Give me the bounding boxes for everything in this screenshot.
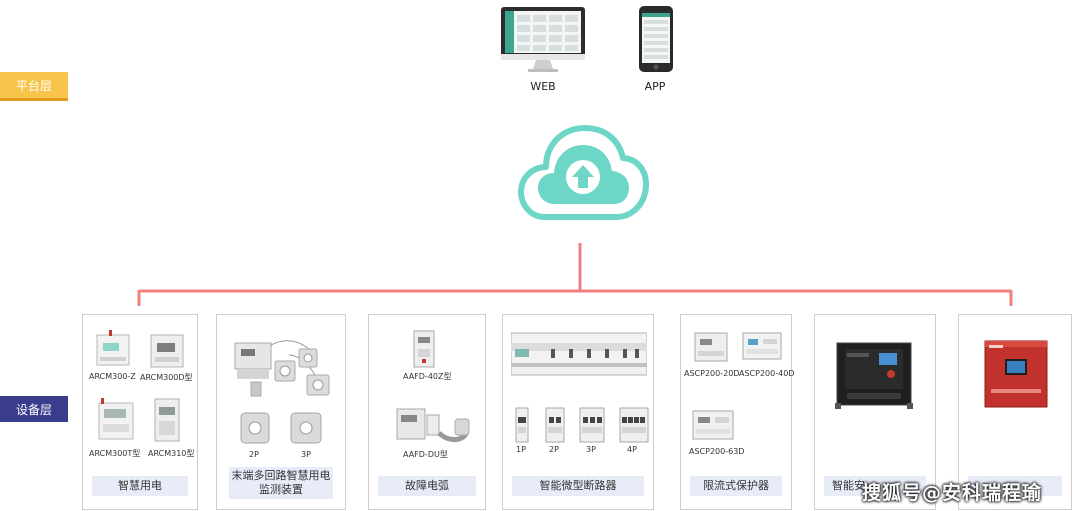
group-title: 智能微型断路器 bbox=[512, 476, 644, 496]
product-label: 1P bbox=[516, 445, 526, 454]
ascp200-63d-image bbox=[692, 410, 734, 440]
device-card-smart-mcb: 1P 2P 3P 4P 智能微型断路器 bbox=[502, 314, 654, 510]
web-label: WEB bbox=[530, 80, 556, 93]
mcb-array-image bbox=[511, 332, 647, 376]
monitor-icon bbox=[501, 7, 585, 72]
arcm310-device-image bbox=[154, 398, 180, 442]
arcm300d-device-image bbox=[150, 334, 184, 368]
product-label: ASCP200-40D bbox=[739, 369, 795, 378]
product-label: 3P bbox=[586, 445, 596, 454]
group-title: 智慧用电 bbox=[92, 476, 188, 496]
product-label: ASCP200-63D bbox=[689, 447, 745, 456]
ct-2p-image bbox=[240, 412, 270, 444]
connector-lines bbox=[137, 243, 1013, 306]
ascp200-20d-image bbox=[694, 332, 728, 362]
group-title bbox=[968, 476, 1062, 496]
group-title: 限流式保护器 bbox=[690, 476, 782, 496]
device-layer-label: 设备层 bbox=[0, 396, 68, 422]
platform-layer-label: 平台层 bbox=[0, 72, 68, 101]
device-card-smart-safety: 智能安 bbox=[814, 314, 936, 510]
device-card-multi-circuit-monitor: 2P 3P 末端多回路智慧用电监测装置 bbox=[216, 314, 346, 510]
ascp200-40d-image bbox=[742, 332, 782, 360]
device-card-smart-power: ARCM300-Z ARCM300D型 ARCM300T型 ARCM310型 智… bbox=[82, 314, 198, 510]
ct-3p-image bbox=[290, 412, 322, 444]
arcm300z-device-image bbox=[96, 330, 130, 366]
red-cabinet-device-image bbox=[984, 340, 1048, 408]
mcb-1p-image bbox=[515, 407, 529, 443]
group-title: 故障电弧 bbox=[378, 476, 476, 496]
product-label: 4P bbox=[627, 445, 637, 454]
mcb-2p-image bbox=[545, 407, 565, 443]
mcb-4p-image bbox=[619, 407, 649, 443]
device-card-arc-fault: AAFD-40Z型 AAFD-DU型 故障电弧 bbox=[368, 314, 486, 510]
device-card-red-cabinet bbox=[958, 314, 1072, 510]
product-label: ASCP200-20D bbox=[684, 369, 740, 378]
product-label: ARCM310型 bbox=[148, 449, 195, 458]
aafd-du-device-image bbox=[396, 408, 470, 442]
group-title: 智能安 bbox=[824, 476, 926, 496]
device-card-current-limiter: ASCP200-20D ASCP200-40D ASCP200-63D 限流式保… bbox=[680, 314, 795, 510]
product-label: 3P bbox=[301, 450, 311, 459]
aafd-40z-device-image bbox=[413, 330, 435, 368]
product-label: ARCM300D型 bbox=[140, 373, 193, 382]
watermark: 搜狐号@安科瑞程瑜 bbox=[862, 482, 1043, 504]
black-cabinet-device-image bbox=[835, 342, 913, 409]
product-label: ARCM300-Z bbox=[89, 372, 136, 381]
cloud-upload-icon bbox=[518, 125, 649, 220]
arcm300t-device-image bbox=[98, 398, 134, 440]
mcb-3p-image bbox=[579, 407, 605, 443]
phone-icon bbox=[639, 6, 673, 72]
product-label: AAFD-DU型 bbox=[403, 450, 448, 459]
product-label: AAFD-40Z型 bbox=[403, 372, 452, 381]
group-title: 末端多回路智慧用电监测装置 bbox=[229, 467, 333, 499]
product-label: 2P bbox=[249, 450, 259, 459]
monitor-device-with-sensors-image bbox=[234, 340, 330, 397]
app-label: APP bbox=[644, 80, 666, 93]
product-label: 2P bbox=[549, 445, 559, 454]
product-label: ARCM300T型 bbox=[89, 449, 141, 458]
